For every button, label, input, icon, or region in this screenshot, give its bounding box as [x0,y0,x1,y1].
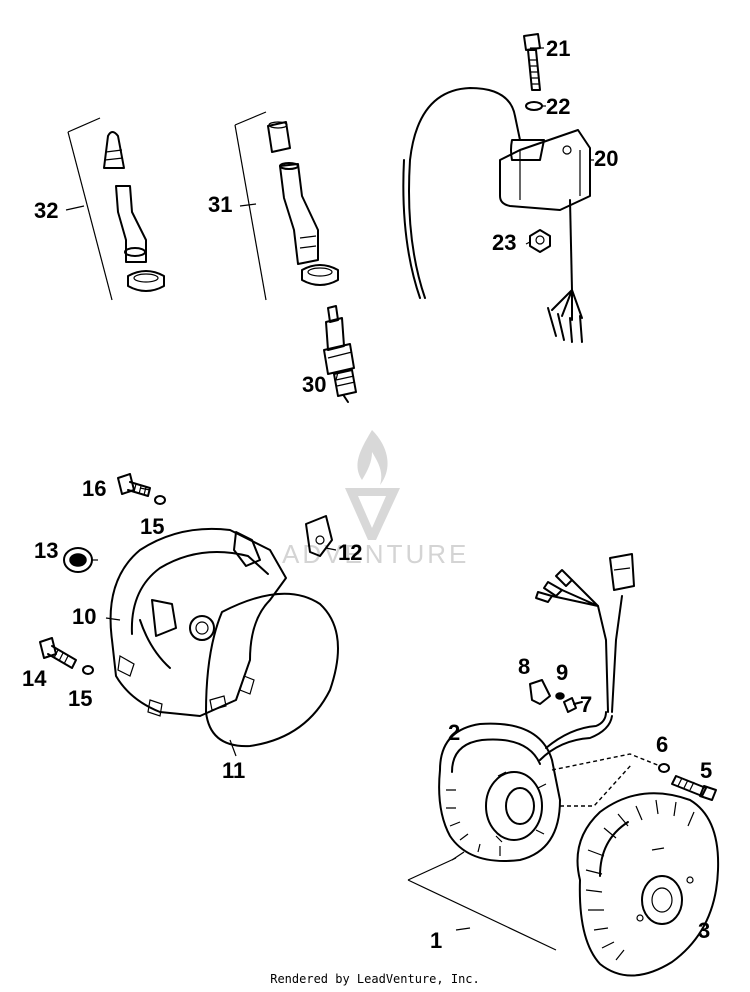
part-22-washer [525,101,543,111]
part-30-spark-plug [323,305,357,403]
callout-labels: 21 22 20 23 32 31 30 16 15 13 12 10 14 1… [22,36,712,953]
callout-16: 16 [82,476,106,501]
part-10-ignition-cover [109,527,287,717]
assembly-line [560,763,633,807]
part-2-stator [438,711,613,862]
callout-11: 11 [222,758,245,783]
part-21-bolt [523,33,541,91]
callout-1: 1 [430,928,442,953]
part-7-screw [563,697,583,713]
callout-8: 8 [518,654,530,679]
part-5-bolt [671,775,717,801]
part-9-washer [555,692,565,700]
callout-9: 9 [556,660,568,685]
part-32-spark-plug-boot [67,117,165,301]
part-8-cable-clamp [529,679,551,705]
callout-30: 30 [302,372,326,397]
part-3-flywheel [576,792,720,977]
part-15-washer-upper [154,495,166,505]
part-23-nut [529,229,551,253]
part-20-ignition-coil [402,87,591,343]
callout-13: 13 [34,538,58,563]
callout-2: 2 [448,720,460,745]
callout-7: 7 [580,692,592,717]
part-6-washer [658,763,670,773]
leader-lines [65,47,594,931]
callout-14: 14 [22,666,47,691]
part-13-seal [63,547,93,573]
callout-10: 10 [72,604,96,629]
footer-credit: Rendered by LeadVenture, Inc. [270,972,480,986]
callout-23: 23 [492,230,516,255]
watermark-text: ADVENTURE [282,539,469,569]
stator-wire-harness [535,553,635,713]
part-16-screw [117,473,151,497]
part-14-screw [39,637,77,669]
assembly-line [551,753,661,771]
callout-21: 21 [546,36,570,61]
callout-15-upper: 15 [140,514,164,539]
callout-3: 3 [698,918,710,943]
callout-20: 20 [594,146,618,171]
callout-31: 31 [208,192,232,217]
callout-12: 12 [338,540,362,565]
part-15-washer-lower [82,665,94,675]
callout-22: 22 [546,94,570,119]
callout-5: 5 [700,758,712,783]
callout-6: 6 [656,732,668,757]
callout-15-lower: 15 [68,686,92,711]
part-31-spark-plug-cap [234,111,339,301]
part-11-gasket [205,592,339,748]
callout-32: 32 [34,198,58,223]
part-1-bracket [407,857,557,951]
